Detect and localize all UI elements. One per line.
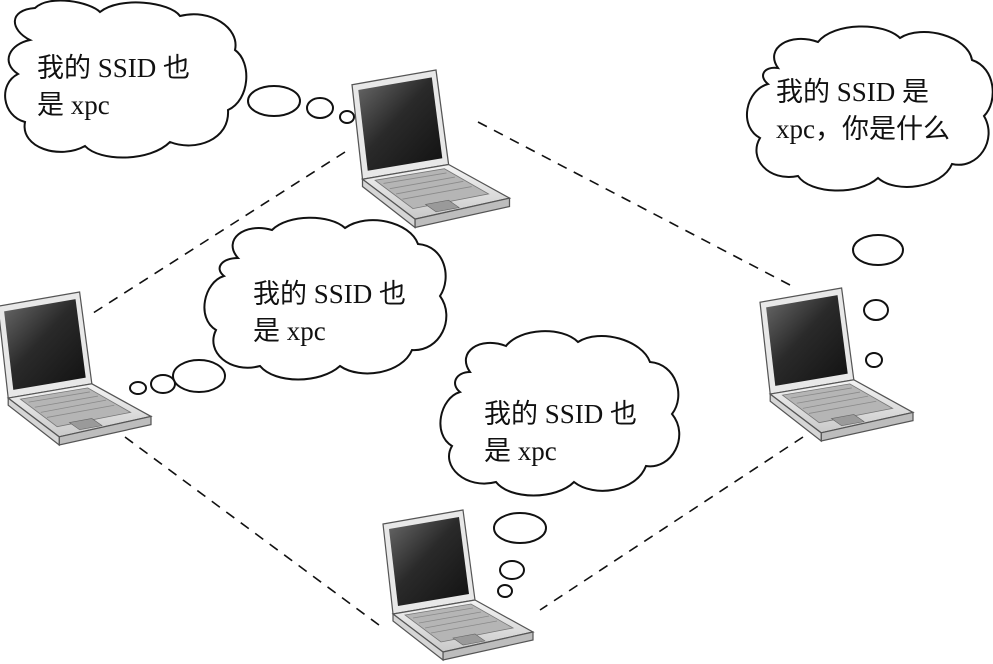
laptop-icon: [351, 69, 511, 229]
thought-bubble-bottom: [439, 330, 681, 598]
bubble-line-1: 我的 SSID 也: [484, 399, 638, 429]
bubble-line-2: 是 xpc: [484, 436, 557, 466]
bubble-line-1: 我的 SSID 也: [253, 279, 407, 309]
bubble-line-1: 我的 SSID 是: [776, 77, 930, 107]
bubble-text-top-left: 我的 SSID 也 是 xpc: [37, 50, 190, 124]
bubble-line-2: 是 xpc: [253, 316, 326, 346]
thought-bubble-middle: [129, 216, 448, 395]
laptop-icon: [759, 287, 914, 442]
bubble-line-1: 我的 SSID 也: [37, 53, 191, 83]
laptop-icon: [0, 291, 152, 446]
bubble-text-middle: 我的 SSID 也 是 xpc: [253, 276, 406, 350]
bubble-text-bottom: 我的 SSID 也 是 xpc: [484, 396, 637, 470]
bubble-text-right: 我的 SSID 是 xpc，你是什么: [776, 74, 950, 148]
thought-bubble-right: [745, 25, 993, 368]
link-left-bottom: [124, 436, 384, 629]
bubble-line-2: xpc，你是什么: [776, 114, 950, 144]
thought-bubble-top-left: [4, 0, 355, 159]
bubble-line-2: 是 xpc: [37, 90, 110, 120]
link-top-right: [477, 121, 791, 286]
link-top-left: [89, 151, 346, 316]
